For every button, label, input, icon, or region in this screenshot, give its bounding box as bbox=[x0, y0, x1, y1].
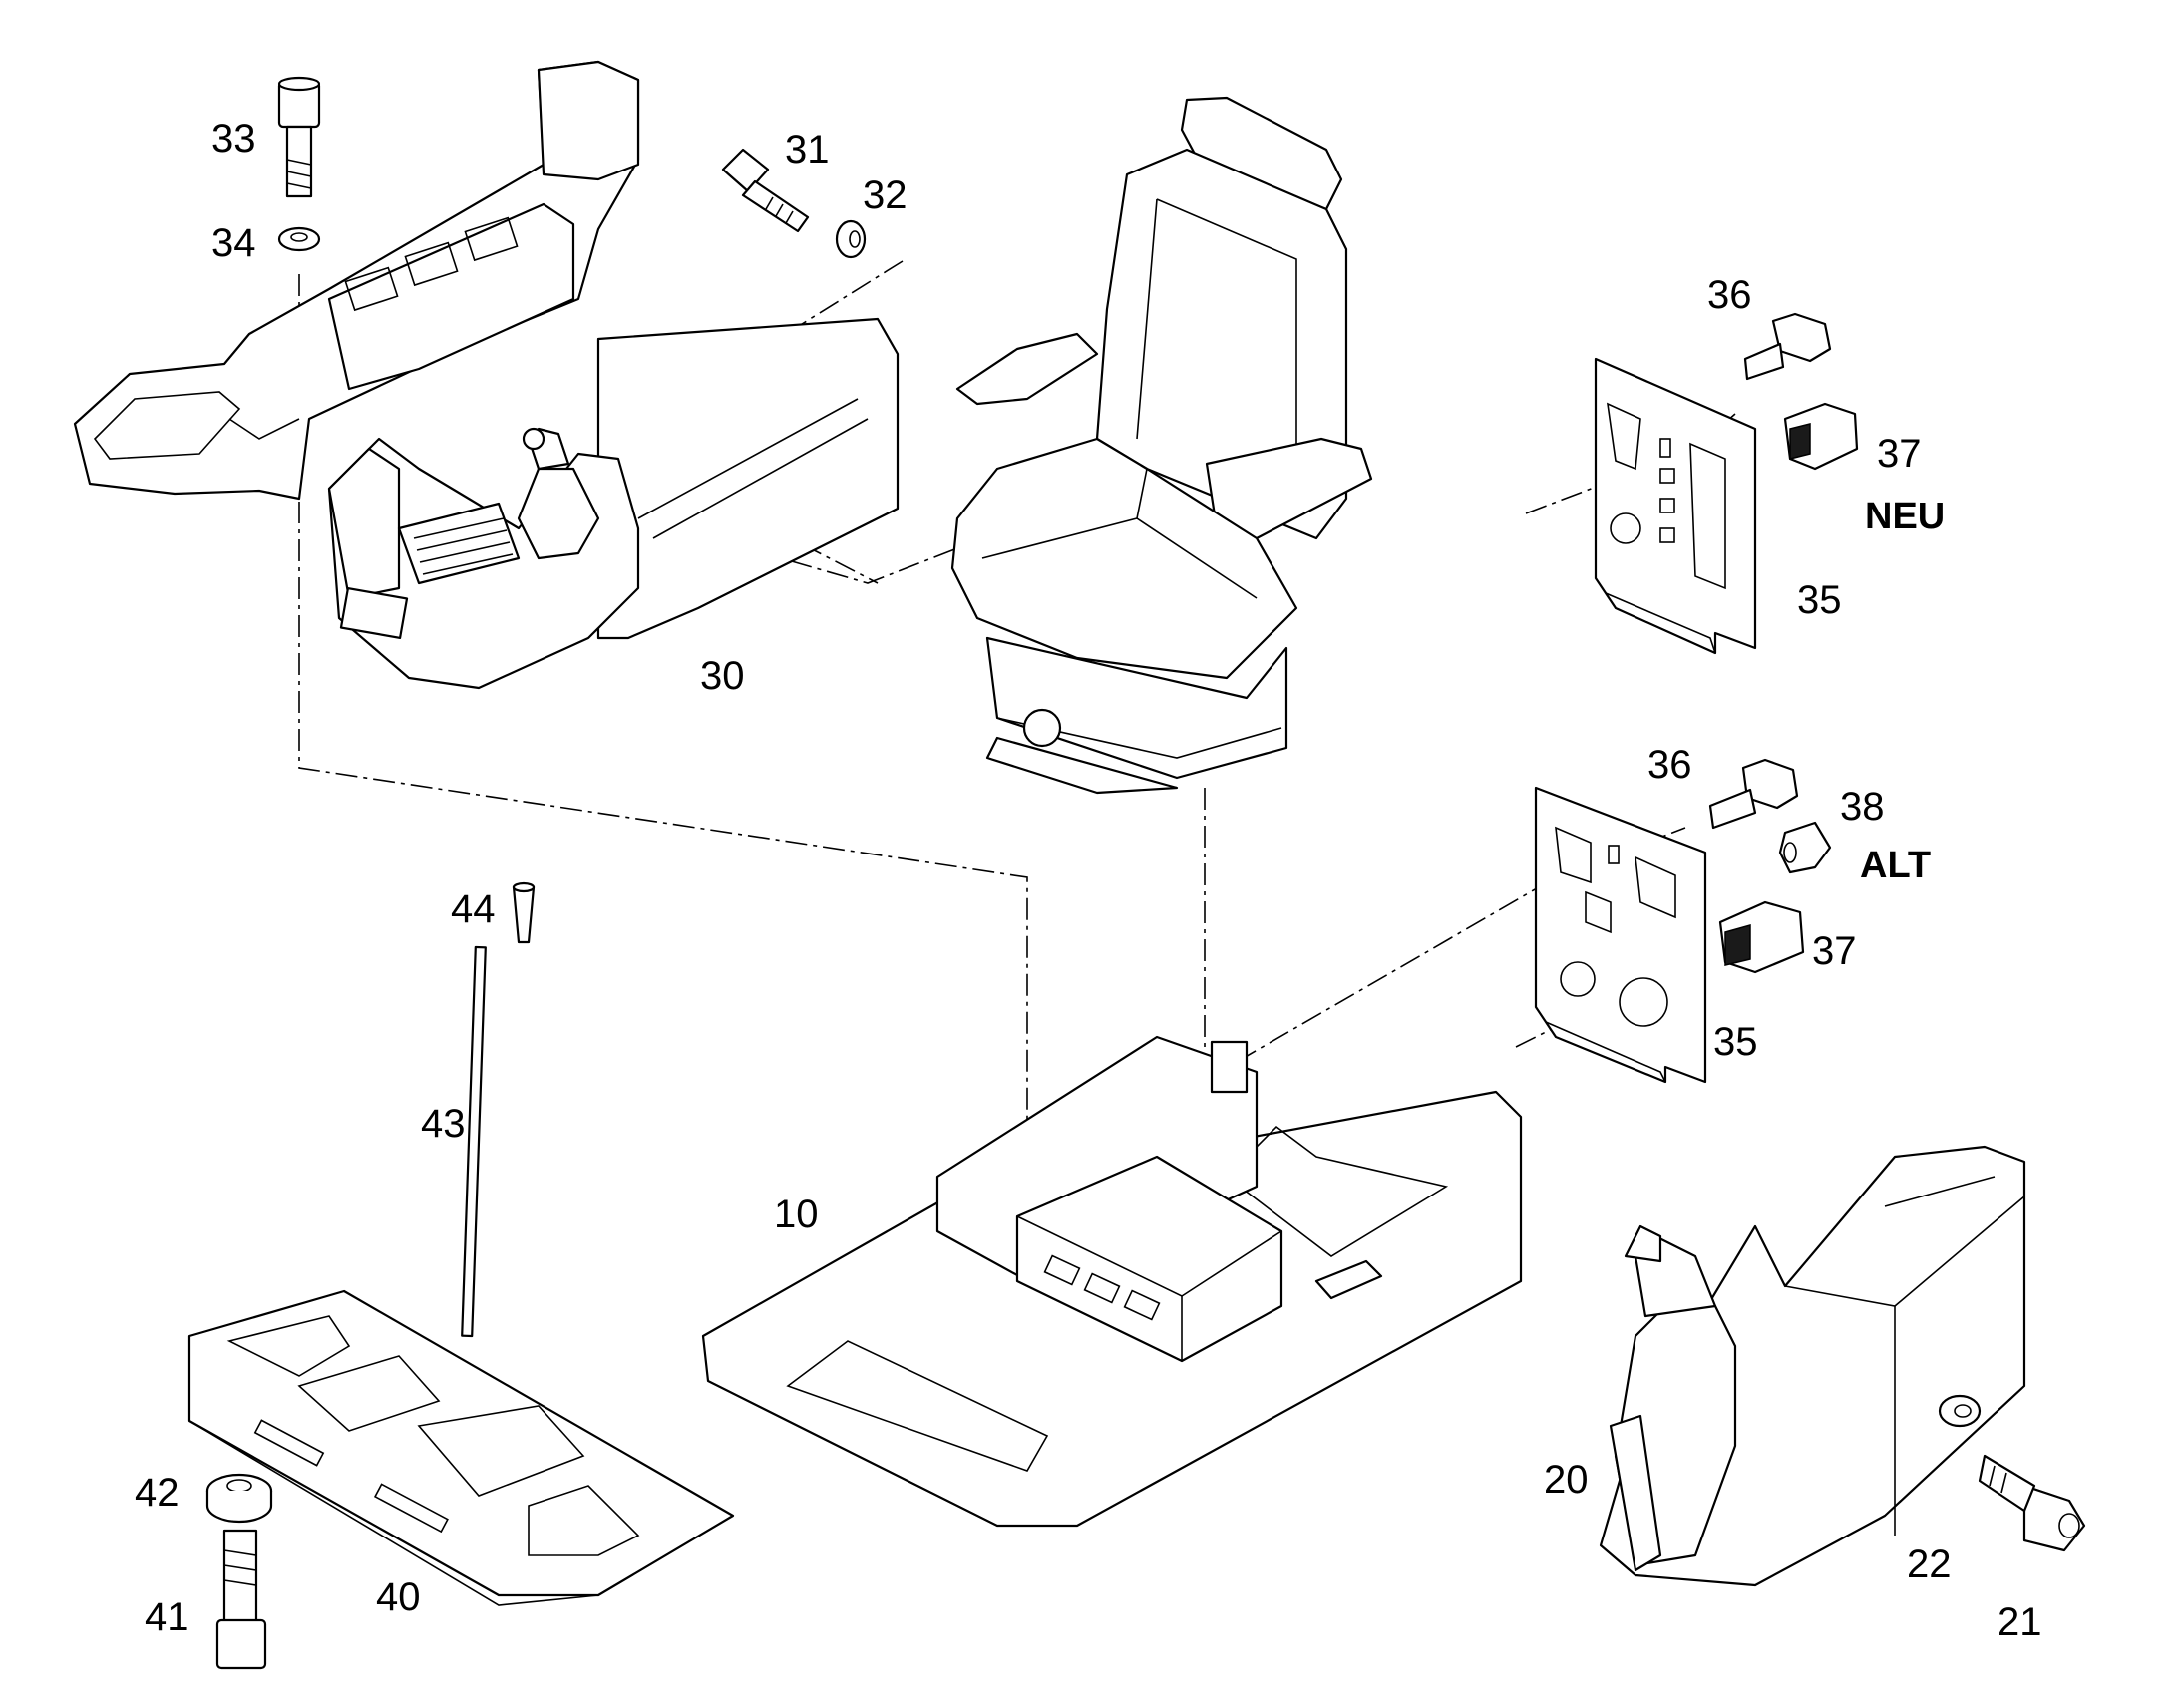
callout-34: 34 bbox=[211, 221, 256, 265]
callout-37-old: 37 bbox=[1812, 929, 1857, 973]
callout-38: 38 bbox=[1840, 785, 1885, 829]
callout-labels: 33 34 31 32 30 36 37 NEU 35 36 38 ALT 37… bbox=[135, 117, 2042, 1644]
screw-33 bbox=[277, 76, 321, 198]
callout-35-new: 35 bbox=[1797, 578, 1842, 622]
cover-plate-old bbox=[1534, 786, 1707, 1084]
callout-21: 21 bbox=[1998, 1600, 2042, 1644]
operator-seat bbox=[950, 96, 1373, 795]
cover-plate-new bbox=[1594, 357, 1757, 655]
left-control-console bbox=[73, 60, 900, 690]
callout-41: 41 bbox=[145, 1595, 189, 1639]
washer-34 bbox=[277, 226, 321, 252]
callout-42: 42 bbox=[135, 1471, 180, 1515]
callout-22: 22 bbox=[1907, 1542, 1952, 1586]
callout-35-old: 35 bbox=[1713, 1020, 1758, 1064]
screw-41 bbox=[215, 1529, 267, 1670]
variant-label-new: NEU bbox=[1865, 496, 1945, 537]
floor-plate bbox=[701, 1035, 1523, 1528]
washer-42 bbox=[205, 1473, 273, 1524]
screw-36-old bbox=[1708, 758, 1799, 830]
right-control-console bbox=[1599, 1145, 2026, 1587]
rod-43 bbox=[461, 945, 487, 1338]
base-support bbox=[187, 1289, 735, 1606]
plug-38-old bbox=[1778, 821, 1832, 874]
callout-36-old: 36 bbox=[1647, 743, 1692, 787]
washer-22 bbox=[1938, 1394, 1982, 1428]
callout-36-new: 36 bbox=[1707, 273, 1752, 317]
callout-31: 31 bbox=[785, 128, 830, 171]
handle-44 bbox=[512, 881, 536, 944]
callout-44: 44 bbox=[451, 887, 496, 931]
variant-label-old: ALT bbox=[1860, 845, 1931, 886]
callout-32: 32 bbox=[863, 173, 908, 217]
connector-37-old bbox=[1718, 900, 1805, 974]
screw-36-new bbox=[1743, 312, 1832, 381]
callout-40: 40 bbox=[376, 1575, 421, 1619]
callout-30: 30 bbox=[700, 654, 745, 698]
callout-37-new: 37 bbox=[1877, 432, 1922, 476]
connector-37-new bbox=[1783, 402, 1859, 471]
callout-10: 10 bbox=[774, 1193, 819, 1236]
callout-20: 20 bbox=[1544, 1458, 1589, 1502]
washer-32 bbox=[835, 219, 867, 259]
callout-43: 43 bbox=[421, 1102, 466, 1146]
callout-33: 33 bbox=[211, 117, 256, 161]
screw-21 bbox=[1978, 1454, 2086, 1552]
screw-31 bbox=[721, 148, 810, 233]
